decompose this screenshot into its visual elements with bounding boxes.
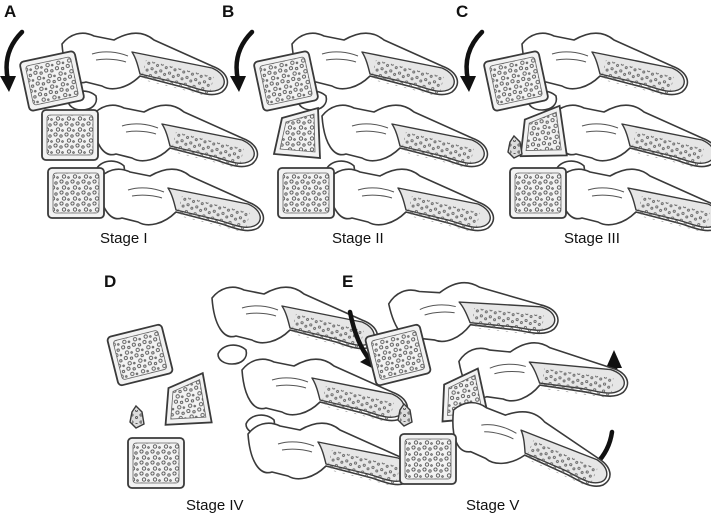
panel-letter-d: D	[104, 272, 116, 291]
vertebral-body-b3	[277, 167, 335, 219]
wedged-body-b2	[273, 107, 321, 159]
panel-a: A Stage I	[0, 2, 263, 247]
vertebral-body-a3	[47, 167, 105, 219]
bone-fragment-c	[507, 135, 523, 159]
panel-letter-a: A	[4, 2, 16, 21]
vertebral-body-a2	[41, 109, 99, 161]
panel-b: B Stage II	[222, 2, 493, 247]
vertebral-body-d1	[105, 323, 175, 387]
stage-label-e: Stage V	[466, 497, 519, 514]
panel-letter-c: C	[456, 2, 468, 21]
stage-label-c: Stage III	[564, 230, 620, 247]
vertebral-body-d3	[127, 437, 185, 489]
panel-e: E Stage V	[342, 269, 630, 514]
vertebral-body-b1	[252, 49, 320, 113]
bone-fragment-d	[129, 405, 145, 429]
wedged-body-d2	[158, 371, 213, 430]
stage-label-a: Stage I	[100, 230, 148, 247]
vertebral-body-c1	[482, 49, 550, 113]
panel-letter-b: B	[222, 2, 234, 21]
vertebral-body-a1	[18, 49, 86, 113]
vertebral-body-e3	[399, 433, 457, 485]
panel-letter-e: E	[342, 272, 353, 291]
vertebral-body-c3	[509, 167, 567, 219]
stage-label-b: Stage II	[332, 230, 384, 247]
panel-d: D Stage IV	[104, 272, 413, 514]
stage-label-d: Stage IV	[186, 497, 244, 514]
panel-c: C Stage III	[456, 2, 711, 247]
wedged-body-c2	[514, 104, 568, 162]
